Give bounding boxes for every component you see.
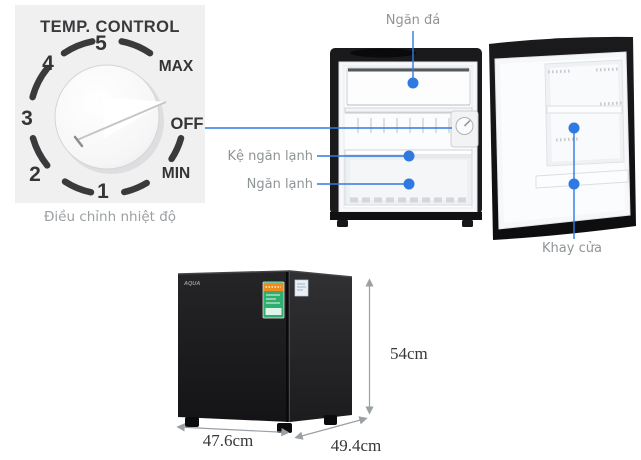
fresh-compartment	[344, 156, 473, 206]
cabinet-foot-left	[337, 220, 348, 227]
open-fridge-illustration	[330, 36, 636, 241]
closed-fridge-body: AQUA	[177, 270, 353, 433]
fridge-front-face	[178, 271, 290, 422]
dial-min-label: MIN	[162, 165, 190, 182]
thermostat-unit	[450, 110, 479, 148]
freezer-compartment	[346, 67, 471, 106]
fridge-cabinet	[330, 48, 482, 227]
dial-arc-marks	[29, 38, 185, 196]
depth-arrow	[294, 416, 368, 440]
dial-numbers: 1 2 3 4 5	[21, 32, 109, 203]
knob-notch	[73, 135, 84, 148]
fridge-open-door	[489, 36, 636, 241]
back-wall-slots	[357, 118, 450, 133]
height-dimension-label: 54cm	[390, 344, 428, 363]
fridge-top-edge	[177, 270, 353, 278]
dial-number-3: 3	[21, 107, 33, 130]
dimension-arrows	[176, 278, 374, 440]
lid-handle-recess	[350, 48, 416, 58]
door-tray-shelf	[546, 105, 623, 114]
width-dimension-label: 47.6cm	[202, 431, 254, 450]
fresh-label: Ngăn lạnh	[246, 177, 313, 192]
width-arrow	[176, 423, 290, 437]
temp-control-title: TEMP. CONTROL	[40, 18, 180, 36]
dial-number-5: 5	[95, 32, 107, 55]
dial-number-1: 1	[97, 180, 109, 203]
foot-rear-right	[324, 415, 337, 425]
spec-sticker	[294, 279, 309, 297]
temp-dial-knob	[54, 64, 167, 174]
dial-off-label: OFF	[171, 115, 204, 133]
door-vent-dots	[547, 67, 623, 142]
depth-dimension-label: 49.4cm	[330, 436, 382, 455]
temp-control-panel: TEMP. CONTROL 1 2 3 4 5 MAX OFF	[15, 5, 205, 203]
closed-fridge-illustration: AQUA	[176, 270, 374, 440]
freezer-label: Ngăn đá	[385, 13, 441, 28]
foot-front-left	[185, 417, 199, 427]
temp-dial-graphic: TEMP. CONTROL 1 2 3 4 5 MAX OFF	[21, 18, 204, 203]
dial-number-2: 2	[29, 163, 41, 186]
fridge-side-face	[290, 271, 352, 422]
cabinet-base	[330, 212, 482, 220]
door-bottle-rack	[535, 169, 629, 189]
dial-max-label: MAX	[159, 58, 194, 75]
shelf-label: Kệ ngăn lạnh	[227, 149, 313, 164]
cabinet-foot-right	[462, 220, 473, 227]
energy-rating-label	[262, 281, 285, 319]
door-upper-compartment	[544, 59, 625, 167]
door-tray-label: Khay cửa	[542, 241, 602, 256]
dial-number-4: 4	[42, 52, 54, 75]
brand-logo: AQUA	[183, 281, 200, 287]
temp-control-caption: Điều chỉnh nhiệt độ	[43, 209, 177, 225]
